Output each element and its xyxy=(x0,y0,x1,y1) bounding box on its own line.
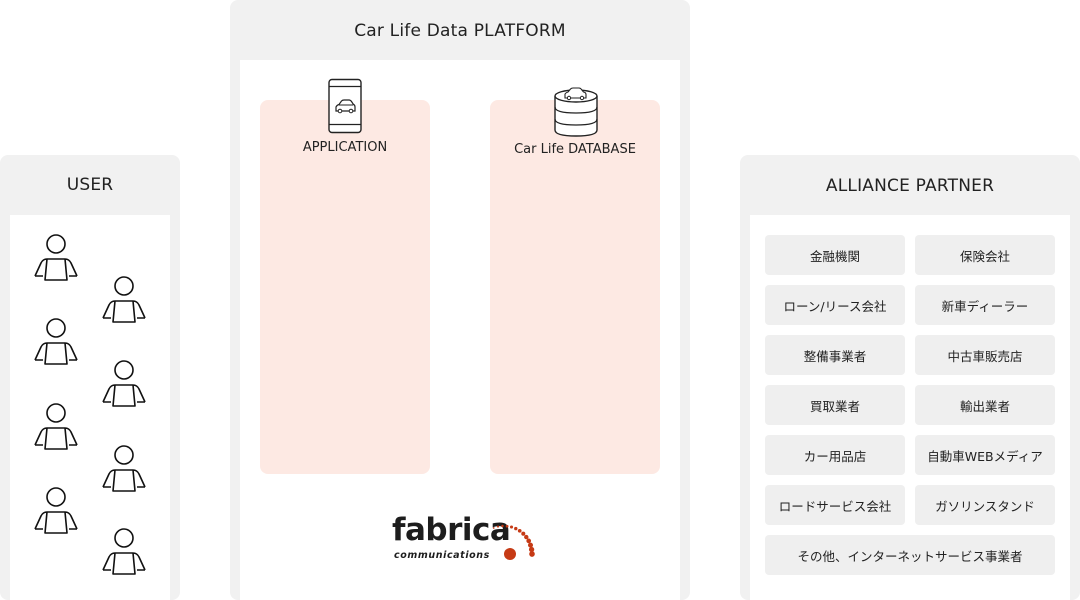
user-icon xyxy=(99,526,149,576)
alliance-area: 金融機関 保険会社 ローン/リース会社 新車ディーラー 整備事業者 中古車販売店… xyxy=(750,215,1070,600)
alliance-panel: ALLIANCE PARTNER 金融機関 保険会社 ローン/リース会社 新車デ… xyxy=(740,155,1080,600)
partner-item: 輸出業者 xyxy=(915,385,1055,425)
user-icon xyxy=(31,316,81,366)
partner-item: カー用品店 xyxy=(765,435,905,475)
logo-main-text: fabrica xyxy=(392,512,511,548)
user-area xyxy=(10,215,170,600)
fabrica-logo: fabrica communications xyxy=(390,506,540,566)
partner-item: 金融機関 xyxy=(765,235,905,275)
logo-dot xyxy=(505,524,509,528)
user-icon xyxy=(99,358,149,408)
partner-item: 自動車WEBメディア xyxy=(915,435,1055,475)
partner-item: ロードサービス会社 xyxy=(765,485,905,525)
platform-panel: Car Life Data PLATFORM APPLICATION xyxy=(230,0,690,600)
application-column: APPLICATION xyxy=(260,78,430,474)
logo-dots-icon xyxy=(492,524,535,560)
logo-dot xyxy=(509,525,514,529)
user-icon xyxy=(31,232,81,282)
platform-title: Car Life Data PLATFORM xyxy=(354,21,566,41)
logo-dot xyxy=(501,524,504,528)
logo-dot xyxy=(529,551,535,557)
partner-item: 買取業者 xyxy=(765,385,905,425)
partner-item: 新車ディーラー xyxy=(915,285,1055,325)
user-icon xyxy=(31,485,81,535)
logo-dot xyxy=(526,538,532,544)
logo-dot xyxy=(524,534,529,540)
partner-item: ガソリンスタンド xyxy=(915,485,1055,525)
logo-dot xyxy=(496,525,500,528)
logo-dot xyxy=(492,527,495,529)
logo-sub-text: communications xyxy=(394,550,490,561)
logo-dot-large xyxy=(504,548,516,560)
user-icon xyxy=(99,274,149,324)
database-icon xyxy=(554,87,598,137)
partner-item: その他、インターネットサービス事業者 xyxy=(765,535,1055,575)
logo-dot xyxy=(514,526,518,531)
logo-dot xyxy=(528,542,533,548)
user-icon xyxy=(31,401,81,451)
logo-dot xyxy=(528,546,535,553)
application-label: APPLICATION xyxy=(302,140,388,155)
database-label: Car Life DATABASE xyxy=(514,142,636,157)
user-panel: USER xyxy=(0,155,180,600)
user-title: USER xyxy=(66,175,114,195)
partner-item: 保険会社 xyxy=(915,235,1055,275)
partner-item: 整備事業者 xyxy=(765,335,905,375)
smartphone-icon xyxy=(328,78,362,134)
logo-dot xyxy=(517,528,522,533)
database-column: Car Life DATABASE xyxy=(490,87,660,474)
platform-area: APPLICATION Car Life DATABASE fabrica co… xyxy=(240,60,680,600)
partner-item: ローン/リース会社 xyxy=(765,285,905,325)
alliance-title: ALLIANCE PARTNER xyxy=(825,176,995,196)
logo-dot xyxy=(521,531,526,536)
user-icon xyxy=(99,443,149,493)
partner-item: 中古車販売店 xyxy=(915,335,1055,375)
